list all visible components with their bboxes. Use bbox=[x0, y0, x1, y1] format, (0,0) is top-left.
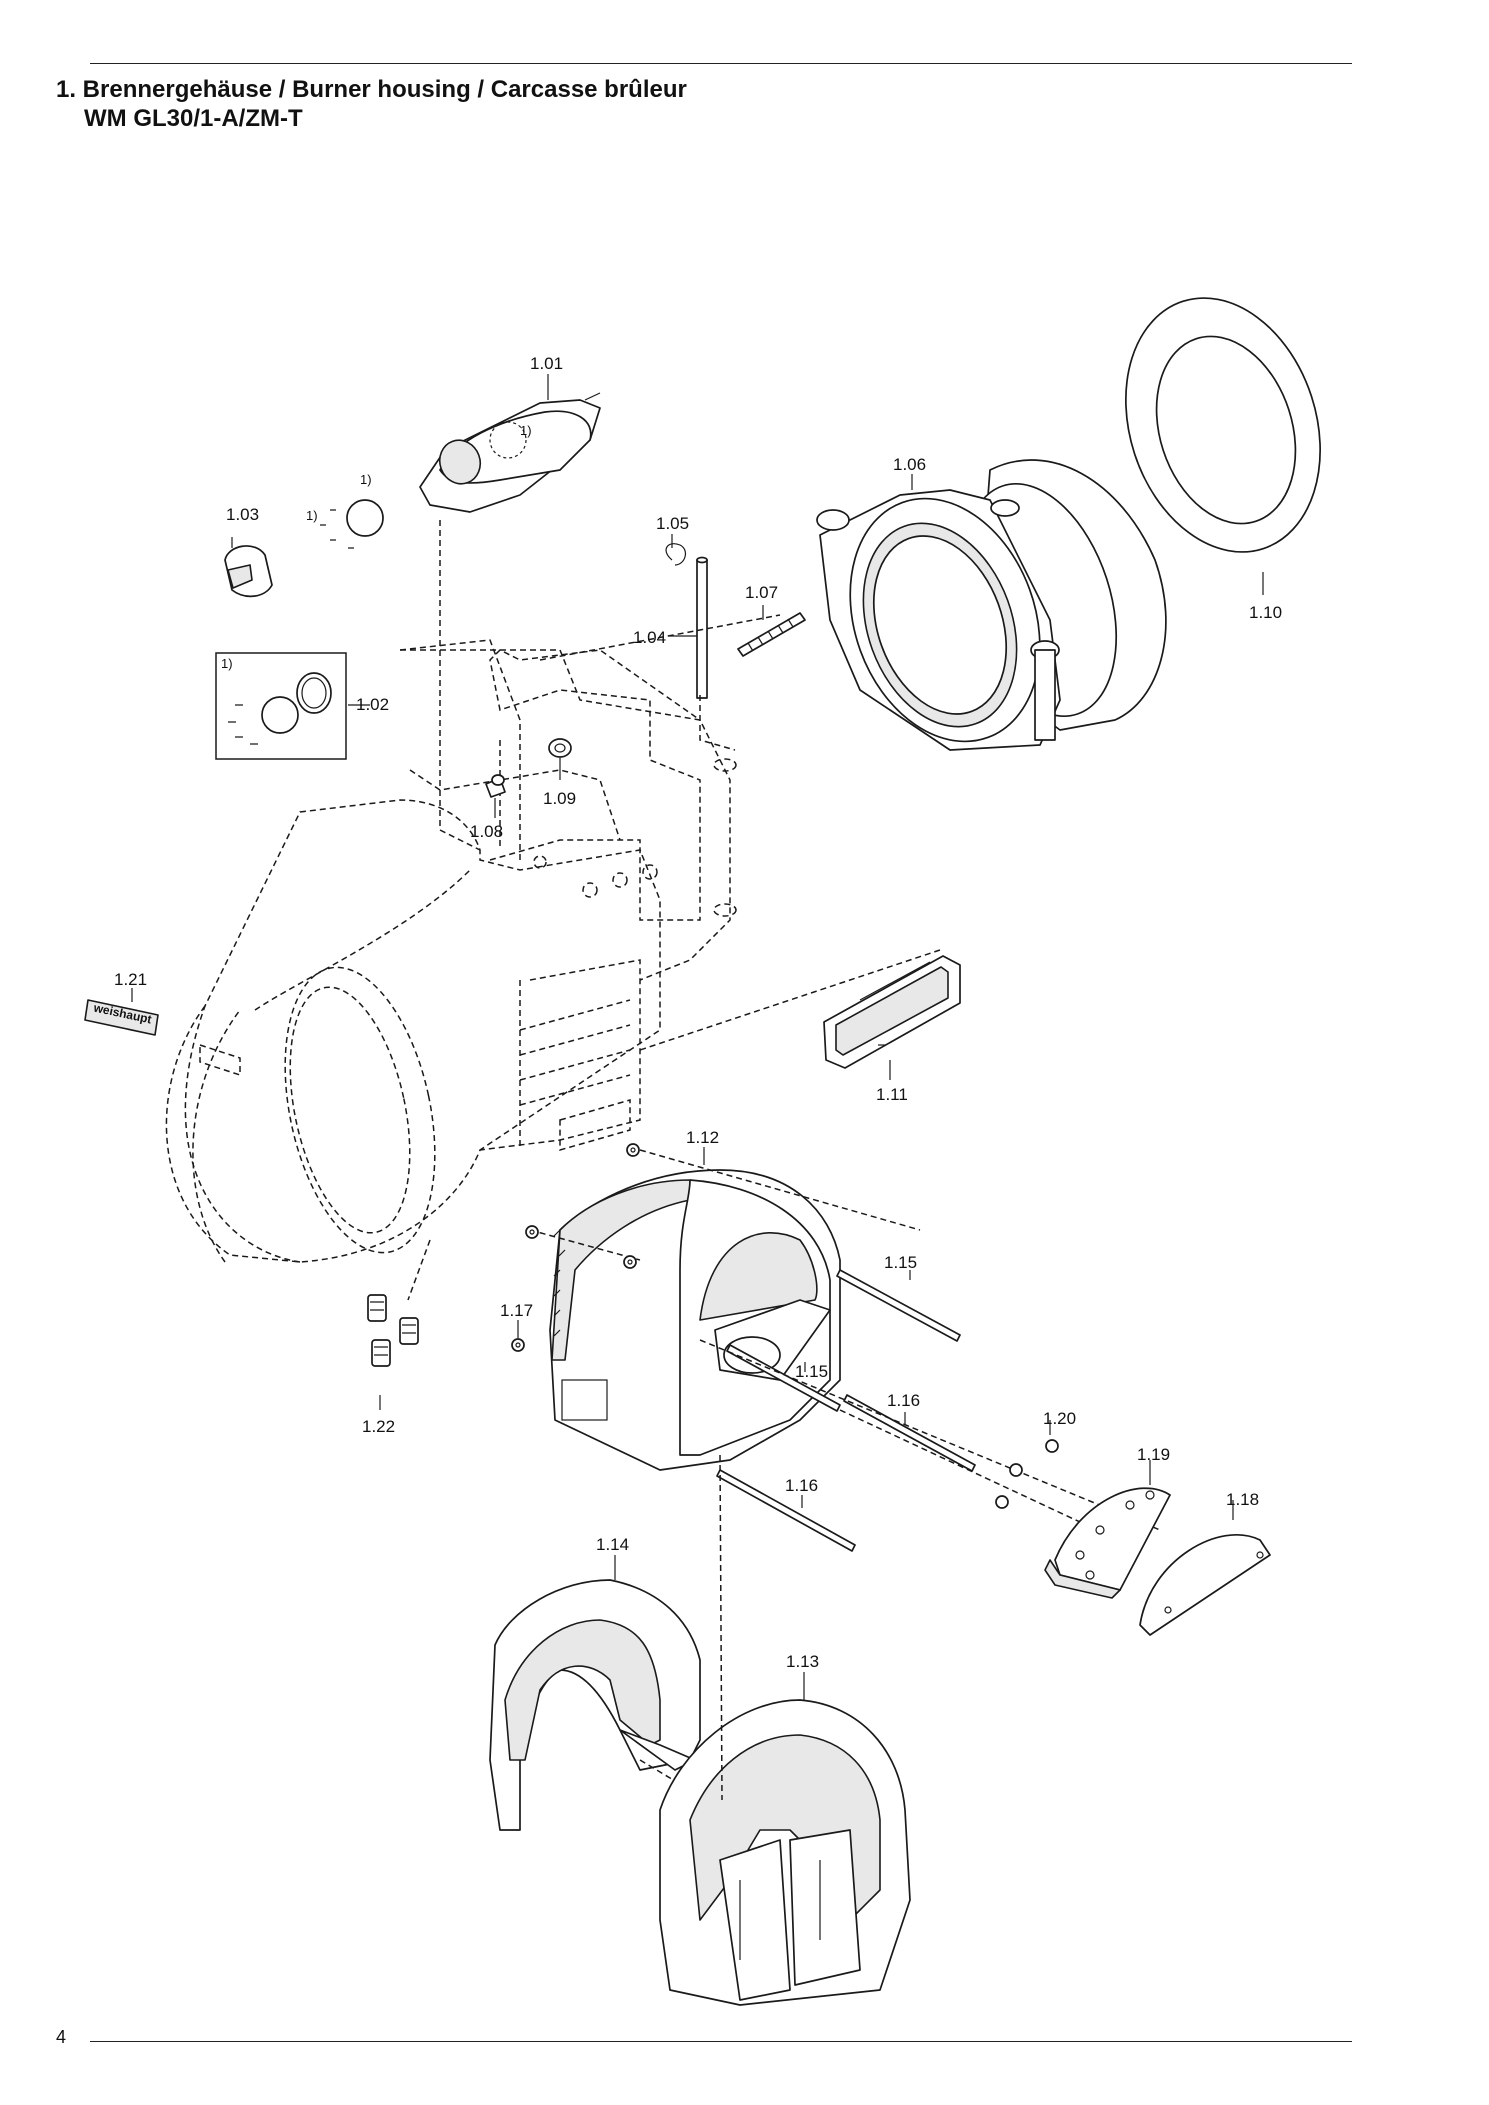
label-1-02: 1.02 bbox=[356, 695, 389, 714]
assembly-line bbox=[719, 1454, 723, 1801]
burner-housing-outline bbox=[165, 639, 737, 1263]
label-1-20: 1.20 bbox=[1043, 1409, 1076, 1428]
part-1-03-cap: 1) 1) bbox=[224, 472, 384, 598]
label-1-06: 1.06 bbox=[893, 455, 926, 474]
part-1-17-washers bbox=[511, 1143, 640, 1352]
footnote-marker: 1) bbox=[306, 508, 318, 523]
label-1-12: 1.12 bbox=[686, 1128, 719, 1147]
assembly-line bbox=[699, 1339, 1161, 1531]
label-1-03: 1.03 bbox=[226, 505, 259, 524]
footnote-marker: 1) bbox=[360, 472, 372, 487]
label-1-14: 1.14 bbox=[596, 1535, 629, 1554]
label-1-05: 1.05 bbox=[656, 514, 689, 533]
label-1-15-a: 1.15 bbox=[884, 1253, 917, 1272]
part-1-01-cover: 1) bbox=[419, 392, 601, 513]
page-title: 1. Brennergehäuse / Burner housing / Car… bbox=[56, 75, 687, 133]
part-1-16-rods bbox=[716, 1394, 976, 1552]
part-1-18-half-disc bbox=[1139, 1534, 1271, 1636]
label-1-07: 1.07 bbox=[745, 583, 778, 602]
part-1-21-nameplate: weishaupt bbox=[84, 999, 159, 1036]
assembly-line bbox=[699, 695, 736, 751]
part-1-07-stud bbox=[737, 612, 806, 657]
label-1-16-a: 1.16 bbox=[887, 1391, 920, 1410]
label-1-04: 1.04 bbox=[633, 628, 666, 647]
part-1-12-fan-housing bbox=[529, 1149, 921, 1471]
label-1-10: 1.10 bbox=[1249, 603, 1282, 622]
part-1-11-plate bbox=[639, 949, 961, 1069]
part-1-06-flange bbox=[816, 459, 1167, 751]
label-1-09: 1.09 bbox=[543, 789, 576, 808]
part-1-15-rods bbox=[726, 1269, 961, 1412]
label-1-08: 1.08 bbox=[470, 822, 503, 841]
part-1-08-plug bbox=[485, 774, 506, 798]
part-1-20-nuts bbox=[995, 1439, 1059, 1509]
label-1-15-b: 1.15 bbox=[795, 1362, 828, 1381]
title-line-1: 1. Brennergehäuse / Burner housing / Car… bbox=[56, 76, 687, 103]
part-1-22-cable-glands bbox=[367, 1294, 419, 1367]
label-1-18: 1.18 bbox=[1226, 1490, 1259, 1509]
label-1-19: 1.19 bbox=[1137, 1445, 1170, 1464]
footnote-marker: 1) bbox=[221, 656, 233, 671]
label-1-22: 1.22 bbox=[362, 1417, 395, 1436]
assembly-line bbox=[439, 520, 481, 851]
footnote-marker: 1) bbox=[520, 423, 532, 438]
label-1-11: 1.11 bbox=[876, 1085, 908, 1104]
part-1-05-clip bbox=[665, 543, 687, 566]
part-1-02-kit: 1) bbox=[215, 652, 347, 760]
part-labels: 1.01 1.02 1.03 1.04 1.05 1.06 1.07 1.08 … bbox=[114, 354, 1282, 1671]
label-1-21: 1.21 bbox=[114, 970, 147, 989]
bottom-rule bbox=[90, 2041, 1352, 2042]
title-line-2: WM GL30/1-A/ZM-T bbox=[84, 105, 303, 132]
assembly-line bbox=[407, 1239, 431, 1301]
label-1-17: 1.17 bbox=[500, 1301, 533, 1320]
top-rule bbox=[90, 63, 1352, 64]
part-1-19-plate bbox=[1044, 1487, 1171, 1599]
label-1-16-b: 1.16 bbox=[785, 1476, 818, 1495]
label-1-13: 1.13 bbox=[786, 1652, 819, 1671]
part-1-10-gasket bbox=[1125, 297, 1321, 553]
part-1-04-pin bbox=[696, 556, 708, 699]
page-number: 4 bbox=[56, 2027, 67, 2047]
part-1-09-washer bbox=[548, 738, 572, 758]
leader-lines bbox=[131, 374, 1264, 1700]
assembly-line bbox=[539, 614, 781, 661]
label-1-01: 1.01 bbox=[530, 354, 563, 373]
